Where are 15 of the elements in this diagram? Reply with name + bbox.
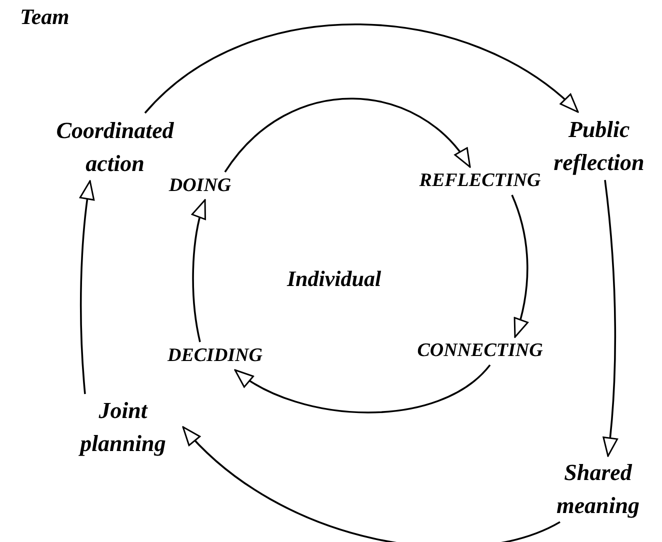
arrow bbox=[602, 180, 618, 457]
arrow bbox=[182, 426, 560, 542]
step-label: CONNECTING bbox=[378, 337, 582, 365]
arrow bbox=[234, 364, 491, 414]
step-label: DECIDING bbox=[145, 342, 285, 370]
arrow bbox=[511, 194, 528, 338]
arrow bbox=[80, 180, 95, 394]
inner-cycle-title: Individual bbox=[287, 266, 382, 292]
arrow bbox=[144, 24, 579, 114]
arrow bbox=[192, 199, 207, 342]
outer-cycle-title: Team bbox=[20, 4, 70, 30]
stage-label: Joint planning bbox=[63, 394, 183, 460]
arrow bbox=[224, 98, 471, 173]
stage-label: Shared meaning bbox=[540, 456, 656, 522]
step-label: DOING bbox=[150, 172, 250, 200]
